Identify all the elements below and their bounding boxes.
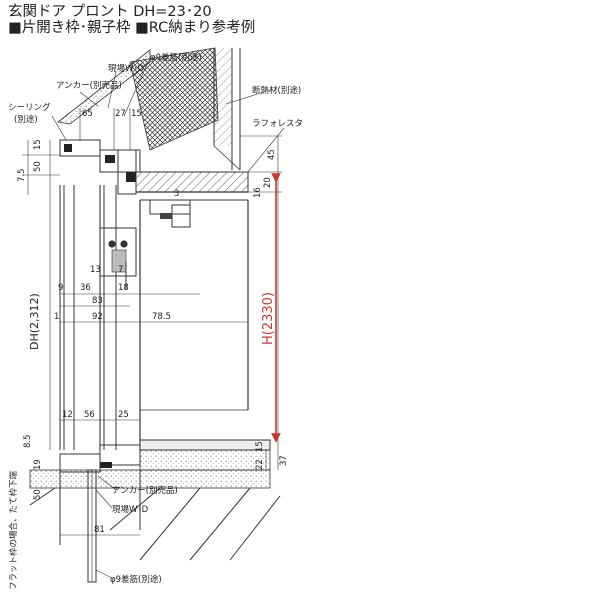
- dim-12: 12: [62, 410, 73, 420]
- page-subtitle: ■片開き枠･親子枠 ■RC納まり参考例: [8, 20, 256, 36]
- insulation-label: 断熱材(別途): [252, 85, 301, 96]
- dim-65: 65: [82, 109, 93, 119]
- head-frame: [59, 139, 249, 228]
- dim-27: 27: [115, 109, 126, 119]
- dim-7: 7: [118, 265, 123, 275]
- dim-78-5: 78.5: [152, 312, 171, 322]
- flat-sill-note: フラット枠の場合、たて枠下端: [8, 470, 19, 590]
- dim-18: 18: [118, 283, 129, 293]
- sill-floor: [29, 439, 281, 583]
- leader-lines: [51, 56, 285, 579]
- rebar-bottom-label: φ9差筋(別途): [110, 574, 162, 585]
- dim-1: 1: [54, 312, 59, 322]
- door-leaf: [59, 185, 249, 450]
- dim-9: 9: [58, 283, 63, 293]
- dim-92: 92: [92, 312, 103, 322]
- rebar-top-label: φ9差筋(別途): [150, 52, 202, 63]
- dim-8-5: 8.5: [23, 434, 33, 448]
- dim-16: 16: [253, 187, 263, 198]
- dim-15a: 15: [131, 109, 142, 119]
- anchor-top-label: アンカー(別売品): [56, 80, 122, 91]
- dim-7-5: 7.5: [17, 168, 27, 182]
- dim-25: 25: [118, 410, 129, 420]
- h-label: H(2330): [261, 292, 276, 345]
- dim-13: 13: [90, 265, 101, 275]
- dh-label: DH(2,312): [28, 293, 41, 350]
- upper-wall: [57, 47, 241, 171]
- sealing-label-2: (別途): [14, 114, 38, 125]
- lafore-label: ラフォレスタ: [252, 119, 303, 129]
- anchor-bottom-label: アンカー(別売品): [112, 485, 178, 496]
- dim-56: 56: [84, 410, 95, 420]
- dim-15c: 15: [255, 441, 265, 452]
- dim-15b: 15: [33, 139, 43, 150]
- dim-83: 83: [92, 296, 103, 306]
- sealing-label-1: シーリング: [8, 102, 51, 113]
- genba-wd-bottom-label: 現場W･D: [112, 504, 149, 515]
- dim-20: 20: [263, 177, 273, 188]
- dim-50a: 50: [33, 161, 43, 172]
- dim-36: 36: [80, 283, 91, 293]
- dim-81: 81: [94, 525, 105, 535]
- dim-50b: 50: [33, 489, 43, 500]
- dim-22: 22: [255, 459, 265, 470]
- genba-wd-top-label: 現場W･D: [108, 63, 145, 74]
- dim-3: 3: [174, 189, 179, 199]
- dim-19: 19: [33, 459, 43, 470]
- dim-37: 37: [279, 455, 289, 466]
- page-title: 玄関ドア プロント DH=23･20: [8, 4, 212, 20]
- dim-45: 45: [267, 149, 277, 160]
